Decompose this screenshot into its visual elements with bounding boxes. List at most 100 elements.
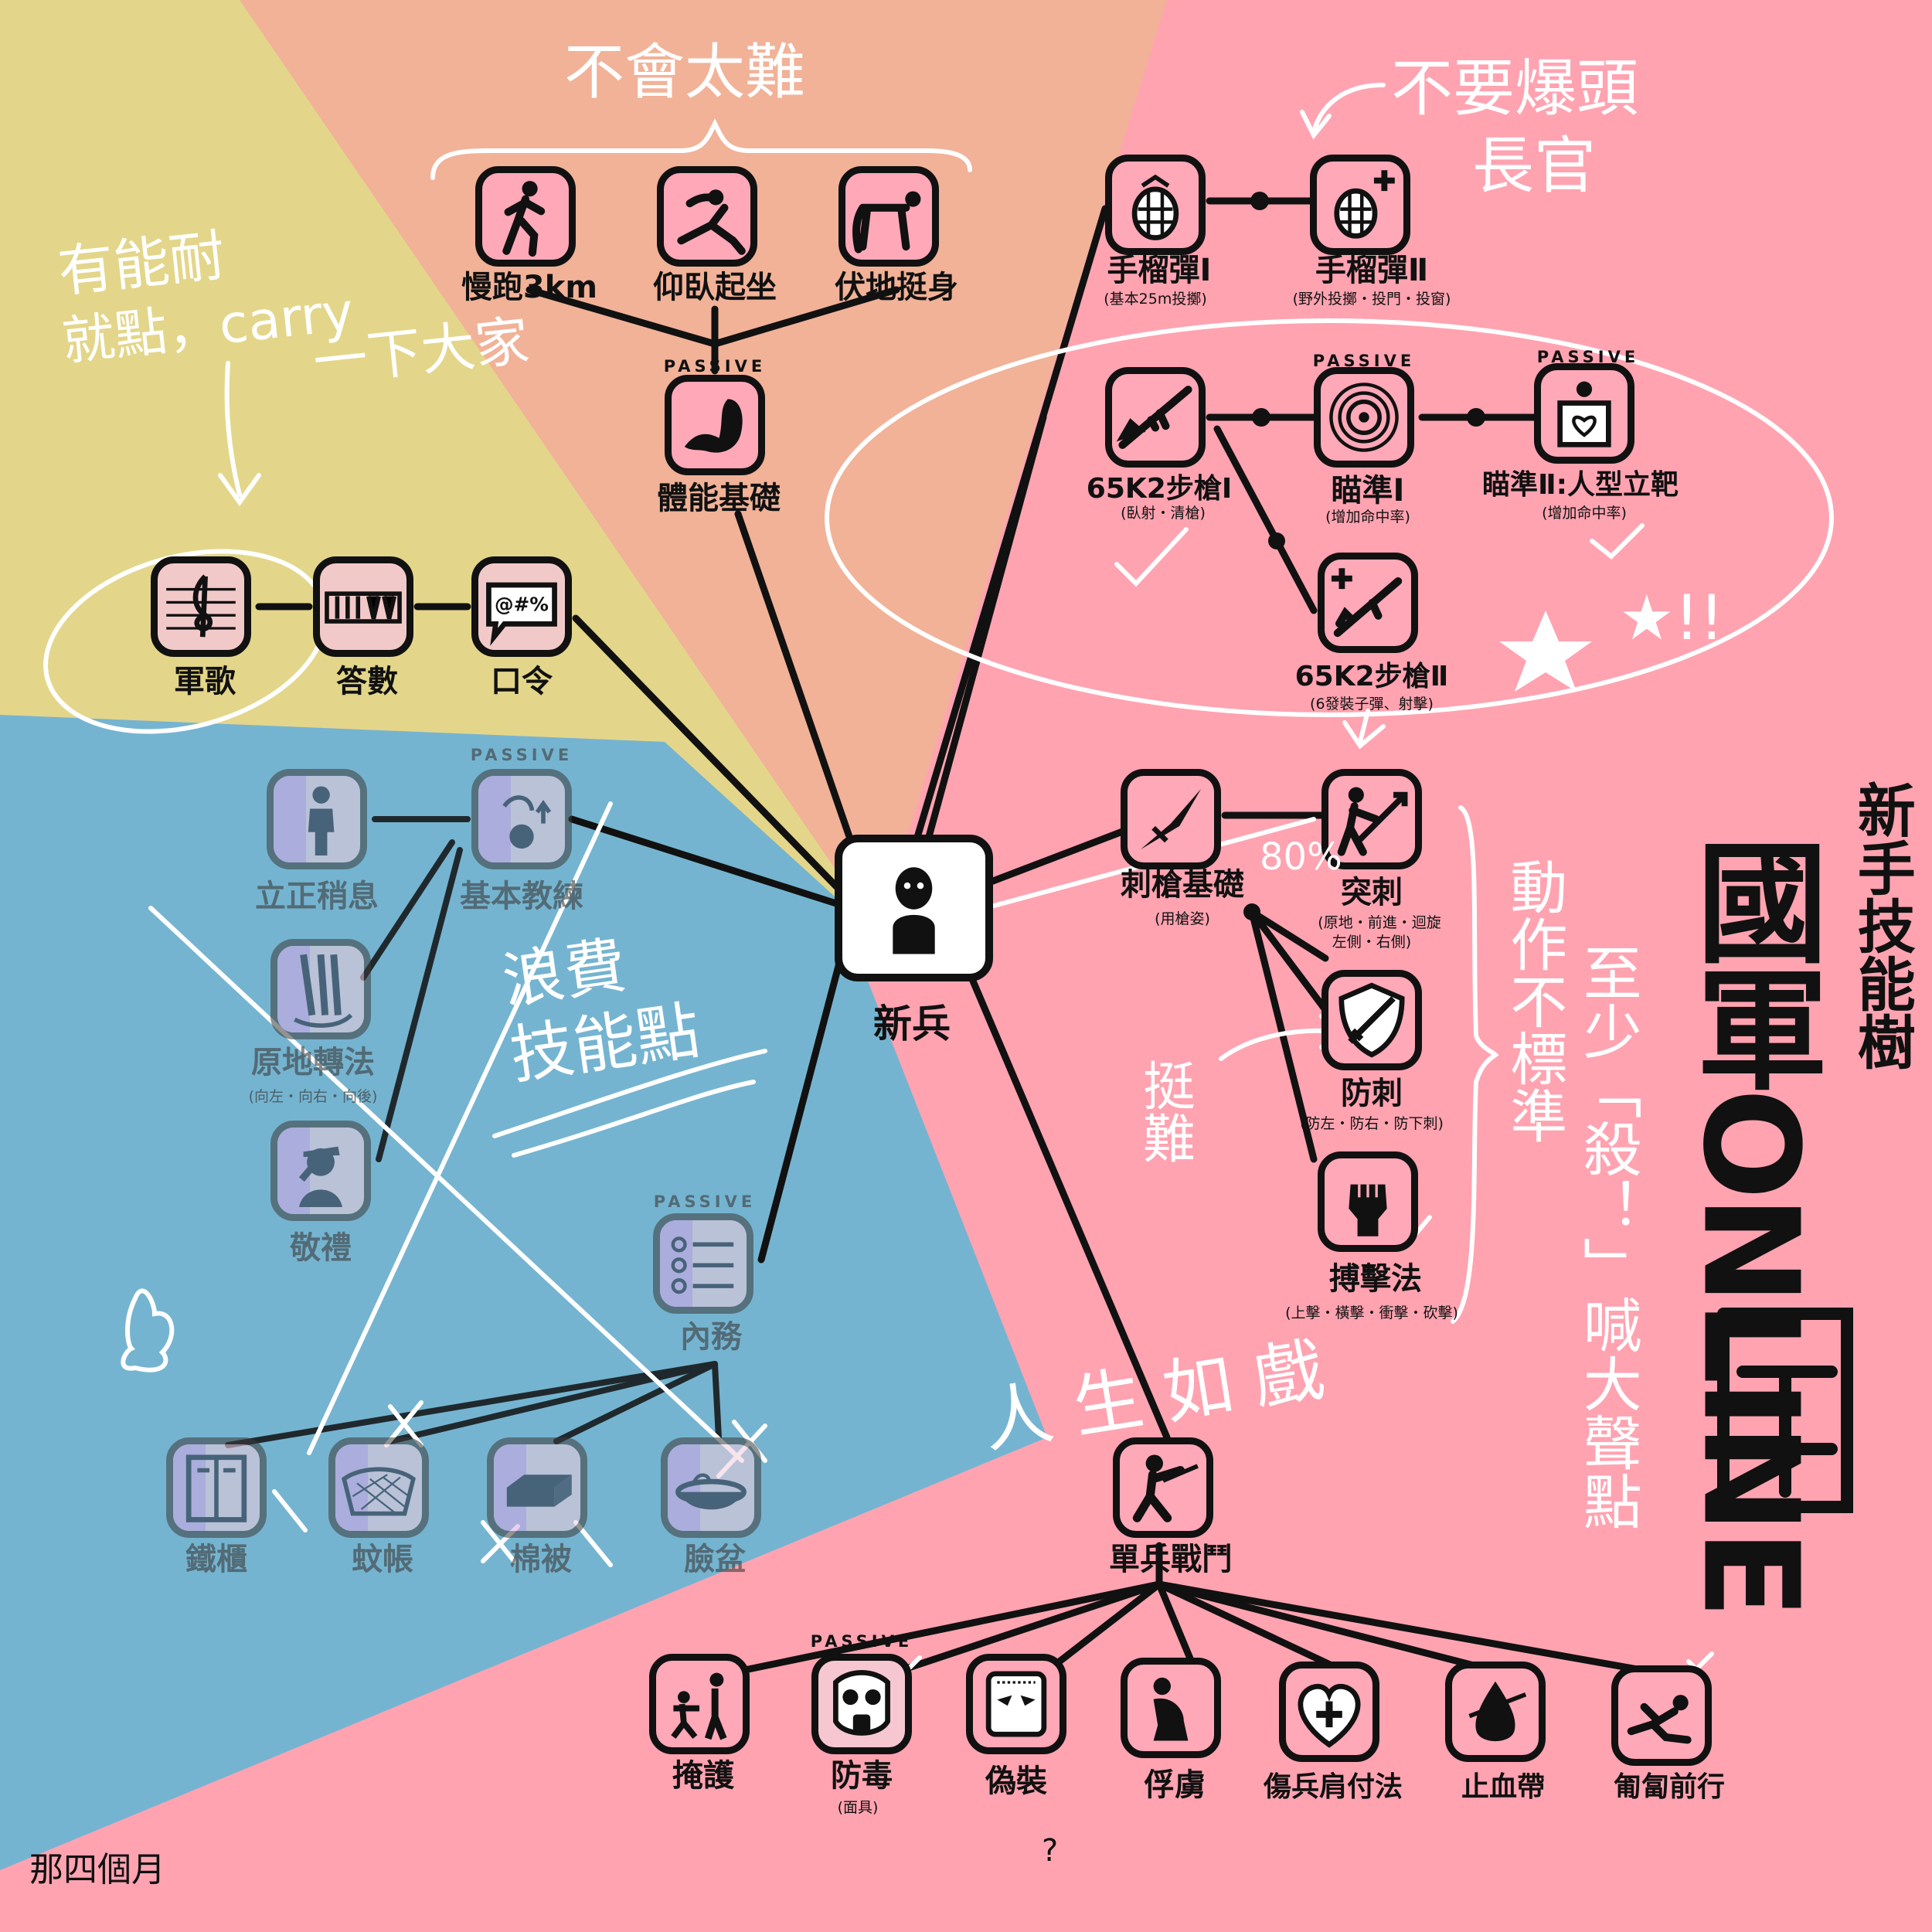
label-combat: 單兵戰鬥 bbox=[1109, 1542, 1233, 1577]
connector-lines bbox=[255, 197, 1685, 1681]
sublabel-rifle-1: (臥射・清槍) bbox=[1121, 505, 1206, 522]
cover-icon bbox=[671, 1672, 727, 1740]
skill-situp[interactable] bbox=[657, 166, 757, 267]
passive-tag-fitness: PASSIVE bbox=[663, 357, 767, 376]
skill-melee[interactable] bbox=[1318, 1151, 1418, 1252]
note-carry-1: 有能耐 bbox=[55, 222, 228, 305]
rifle-plus-icon bbox=[1331, 568, 1403, 638]
shield-sword-icon bbox=[1338, 982, 1405, 1058]
skill-count[interactable] bbox=[313, 556, 413, 657]
note-stars: ★!! bbox=[1619, 582, 1724, 654]
faded-lines bbox=[225, 816, 722, 1448]
skill-chores[interactable] bbox=[653, 1213, 753, 1314]
skill-gas[interactable] bbox=[811, 1654, 912, 1754]
label-attention: 立正稍息 bbox=[255, 879, 379, 914]
passive-tag-gas: PASSIVE bbox=[810, 1632, 913, 1651]
sublabel-grenade-2: (野外投擲・投門・投窗) bbox=[1292, 291, 1451, 308]
label-command: 口令 bbox=[491, 664, 553, 699]
label-pow: 俘虜 bbox=[1144, 1767, 1206, 1803]
skill-rifle-1[interactable] bbox=[1105, 367, 1206, 468]
drill-arrows-icon bbox=[502, 795, 552, 849]
skill-command[interactable]: @#% bbox=[471, 556, 572, 657]
label-chores: 內務 bbox=[680, 1319, 742, 1355]
skill-tourniquet[interactable] bbox=[1445, 1662, 1546, 1762]
label-turn: 原地轉法 bbox=[251, 1045, 375, 1080]
crawling-soldier-icon bbox=[1627, 1695, 1692, 1744]
pushup-icon bbox=[852, 191, 921, 253]
sublabel-aim-2: (增加命中率) bbox=[1542, 505, 1627, 522]
roman-numerals-icon bbox=[325, 591, 402, 624]
legs-turning-icon bbox=[294, 954, 353, 1028]
label-count: 答數 bbox=[336, 664, 398, 699]
label-salute: 敬禮 bbox=[290, 1230, 352, 1266]
sublabel-grenade-1: (基本25m投擲) bbox=[1104, 291, 1207, 308]
skill-net[interactable] bbox=[328, 1437, 429, 1538]
sublabel-gas: (面具) bbox=[837, 1799, 879, 1816]
skill-quilt[interactable] bbox=[487, 1437, 587, 1538]
skill-grenade-2[interactable] bbox=[1310, 155, 1410, 255]
note-waste-1: 浪費 bbox=[498, 929, 631, 1018]
human-target-icon bbox=[1557, 381, 1611, 447]
skill-pushup[interactable] bbox=[838, 166, 939, 267]
skill-grenade-1[interactable] bbox=[1105, 155, 1206, 255]
skill-jog[interactable] bbox=[475, 166, 576, 267]
saluting-soldier-icon bbox=[298, 1146, 342, 1208]
skill-turn[interactable] bbox=[270, 939, 371, 1039]
skill-aim-2[interactable] bbox=[1534, 363, 1634, 464]
skill-song[interactable] bbox=[151, 556, 251, 657]
region-blue bbox=[0, 715, 1047, 1870]
checklist-icon bbox=[671, 1236, 734, 1294]
soldier-rifle-icon bbox=[1132, 1454, 1199, 1522]
label-basin: 臉盆 bbox=[684, 1542, 746, 1577]
recruit-label: 新兵 bbox=[873, 1002, 951, 1046]
label-grenade-1: 手榴彈Ⅰ bbox=[1107, 253, 1212, 288]
skill-camo[interactable] bbox=[966, 1654, 1066, 1754]
skill-crawl[interactable] bbox=[1611, 1665, 1712, 1766]
passive-tag-drill: PASSIVE bbox=[470, 746, 573, 764]
label-rifle-1: 65K2步槍Ⅰ bbox=[1086, 473, 1233, 505]
label-thrust: 突刺 bbox=[1341, 875, 1403, 910]
skill-locker[interactable] bbox=[166, 1437, 267, 1538]
skill-wounded[interactable] bbox=[1279, 1662, 1379, 1762]
note-action: 動作不標準 bbox=[1500, 858, 1567, 1144]
label-locker: 鐵櫃 bbox=[185, 1542, 247, 1577]
sublabel-defend: (防左・防右・防下刺) bbox=[1300, 1115, 1444, 1132]
speech-bubble-icon: @#% bbox=[486, 582, 557, 646]
skill-cover[interactable] bbox=[649, 1654, 750, 1754]
recruit-icon bbox=[893, 867, 935, 954]
sublabel-thrust-2: 左側・右側) bbox=[1332, 934, 1412, 951]
skill-basic-drill[interactable] bbox=[471, 769, 572, 869]
joint-dots bbox=[1243, 192, 1485, 920]
kneeling-prisoner-icon bbox=[1153, 1677, 1189, 1741]
label-quilt: 棉被 bbox=[510, 1542, 572, 1577]
skill-combat[interactable] bbox=[1113, 1437, 1213, 1538]
skill-thrust[interactable] bbox=[1321, 769, 1422, 869]
skill-rifle-2[interactable] bbox=[1318, 553, 1418, 653]
label-rifle-2: 65K2步槍Ⅱ bbox=[1294, 661, 1449, 692]
label-aim-1: 瞄準Ⅰ bbox=[1331, 473, 1405, 509]
sublabel-melee: (上擊・橫擊・衝擊・砍擊) bbox=[1285, 1304, 1458, 1321]
skill-pow[interactable] bbox=[1121, 1658, 1221, 1758]
note-no-headshot: 不要爆頭 bbox=[1391, 53, 1638, 124]
skill-defend[interactable] bbox=[1321, 970, 1422, 1070]
svg-text:@#%: @#% bbox=[495, 594, 549, 616]
skill-basin[interactable] bbox=[661, 1437, 761, 1538]
label-melee: 搏擊法 bbox=[1329, 1261, 1422, 1297]
skill-salute[interactable] bbox=[270, 1121, 371, 1221]
gas-mask-icon bbox=[833, 1670, 890, 1736]
skill-bayonet[interactable] bbox=[1121, 769, 1221, 869]
skill-fitness[interactable] bbox=[665, 375, 765, 475]
recruit-node[interactable] bbox=[835, 835, 993, 981]
label-grenade-2: 手榴彈Ⅱ bbox=[1315, 253, 1429, 288]
sublabel-turn: (向左・向右・向後) bbox=[248, 1088, 378, 1105]
title-frame bbox=[1717, 1308, 1853, 1513]
camo-face-icon bbox=[985, 1671, 1047, 1737]
heart-plus-icon bbox=[1298, 1684, 1361, 1748]
label-jog: 慢跑3km bbox=[461, 270, 598, 305]
note-question: ? bbox=[1042, 1833, 1059, 1869]
skill-aim-1[interactable] bbox=[1314, 367, 1414, 468]
skill-attention[interactable] bbox=[267, 769, 367, 869]
label-basic-drill: 基本教練 bbox=[460, 879, 583, 914]
note-shout: 至少「殺！」喊大聲點 bbox=[1573, 943, 1642, 1530]
sublabel-rifle-2: (6發裝子彈、射擊) bbox=[1310, 696, 1434, 713]
